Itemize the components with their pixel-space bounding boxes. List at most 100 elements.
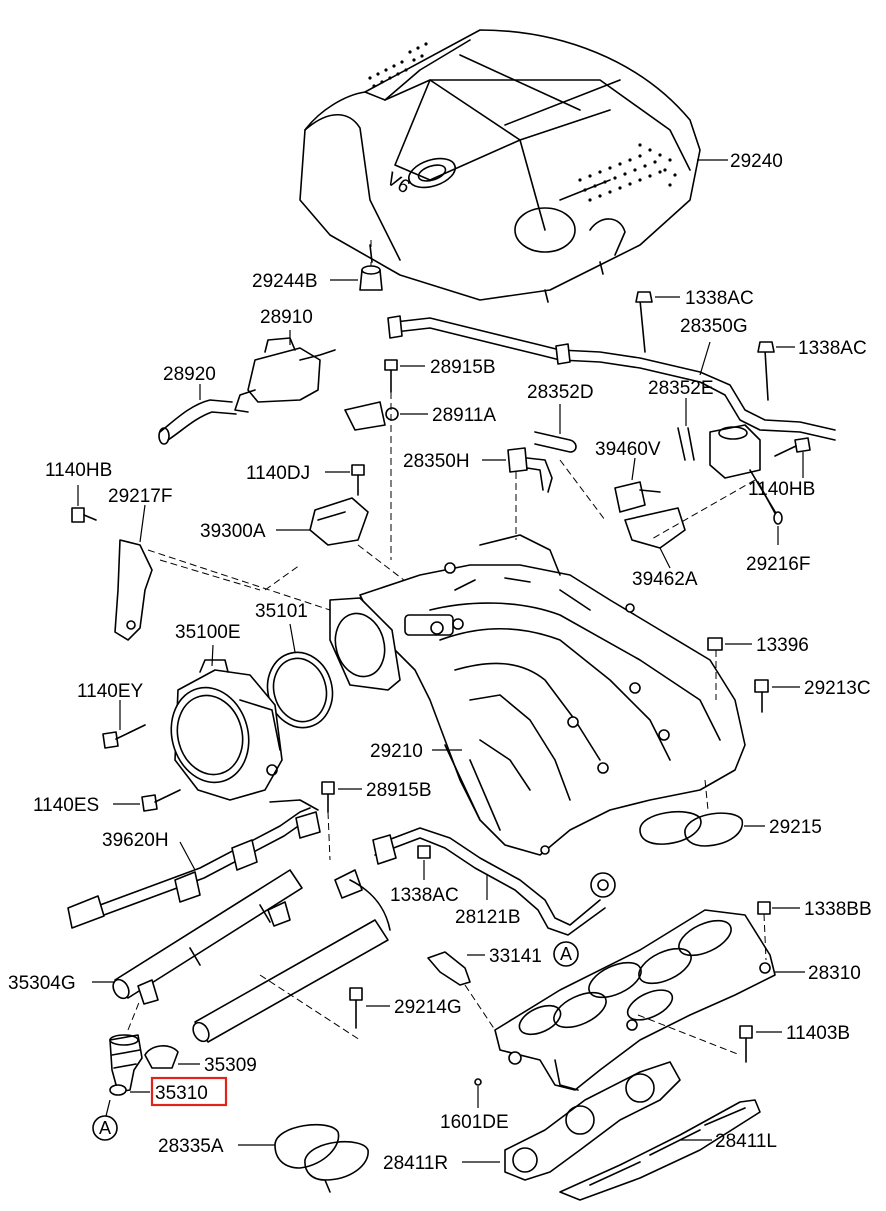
intake-manifold-29210[interactable] [359,534,746,856]
label-28352D[interactable]: 28352D [527,382,594,403]
hose-28350H[interactable] [482,447,553,540]
label-1601DE[interactable]: 1601DE [440,1112,509,1133]
bracket-29217F[interactable] [114,504,331,641]
label-28350G[interactable]: 28350G [680,316,748,337]
ref-circle-a2[interactable] [553,941,579,967]
bolt-28915B-a[interactable] [384,359,425,393]
label-29240[interactable]: 29240 [730,151,783,172]
label-28350H[interactable]: 28350H [403,451,470,472]
label-28911A[interactable]: 28911A [432,405,496,426]
grommet-29244B[interactable] [330,240,383,291]
guide-line [159,559,261,591]
bolt-1140DJ[interactable] [325,464,365,496]
nut-13396[interactable] [707,637,752,700]
ref-a1-text: A [99,1118,111,1138]
label-28411L[interactable]: 28411L [715,1131,777,1152]
label-1140EY[interactable]: 1140EY [77,681,144,702]
label-1140ES[interactable]: 1140ES [33,795,99,816]
label-39300A[interactable]: 39300A [200,521,266,542]
label-13396[interactable]: 13396 [756,635,809,656]
label-29213C[interactable]: 29213C [804,678,871,699]
fuel-rail-right[interactable] [190,869,391,1044]
label-35309[interactable]: 35309 [204,1055,257,1076]
label-1338BB[interactable]: 1338BB [804,899,872,920]
guide-line [559,459,606,521]
bolt-1338AC-b[interactable] [757,341,795,353]
clip-35309[interactable] [144,1045,200,1069]
label-28335A[interactable]: 28335A [158,1136,224,1157]
sensor-33141[interactable] [427,951,496,1031]
highlight-box [150,1076,228,1107]
label-29244B[interactable]: 29244B [252,271,318,292]
gasket-28335A[interactable] [238,1123,369,1193]
label-39462A[interactable]: 39462A [632,569,698,590]
label-35304G[interactable]: 35304G [8,973,76,994]
bolt-1338AC-a[interactable] [635,291,680,303]
manifold-flange [329,597,401,691]
pin-1601DE[interactable] [474,1078,482,1108]
label-35310[interactable]: 35310 [155,1083,208,1104]
label-1140DJ[interactable]: 1140DJ [246,463,310,484]
bolt-1338AC-c[interactable] [417,845,431,880]
label-29210[interactable]: 29210 [370,741,423,762]
fuel-rail-35304G[interactable] [92,869,303,1005]
label-33141[interactable]: 33141 [489,946,542,967]
label-28352E[interactable]: 28352E [648,378,714,399]
bolt-28915B-b[interactable] [321,781,362,861]
label-1338AC-c[interactable]: 1338AC [390,885,459,906]
label-28915B-a[interactable]: 28915B [430,357,496,378]
actuator[interactable] [709,424,781,521]
label-28910[interactable]: 28910 [260,307,313,328]
bolt-1140ES[interactable] [113,789,181,812]
pcv-valve-28910[interactable] [234,330,336,413]
harness-39620H[interactable] [67,799,321,929]
hose-28352E[interactable] [677,398,695,461]
injector-35310[interactable] [109,999,150,1096]
bolt-1140EY[interactable] [102,700,146,749]
label-29215[interactable]: 29215 [769,817,822,838]
bolt-1140HB-b[interactable] [774,437,811,478]
hose-28920[interactable] [158,384,237,445]
gasket-29215[interactable] [639,779,765,847]
label-35101[interactable]: 35101 [255,601,308,622]
engine-cover[interactable]: V6 [299,29,728,303]
label-11403B[interactable]: 11403B [786,1023,850,1044]
solenoid-39460V[interactable] [614,457,661,513]
label-39460V[interactable]: 39460V [595,439,661,460]
guide-line [264,564,301,591]
label-29214G[interactable]: 29214G [394,997,462,1018]
label-28915B-b[interactable]: 28915B [366,780,432,801]
label-28310[interactable]: 28310 [808,963,861,984]
label-1338AC-b[interactable]: 1338AC [798,338,867,359]
hose-28352D[interactable] [534,404,577,453]
bolt-11403B[interactable] [739,1025,782,1063]
label-1140HB-a[interactable]: 1140HB [45,460,112,481]
throttle-body-35100E[interactable] [161,644,283,801]
ref-circle-a1[interactable] [92,1099,118,1141]
label-35100E[interactable]: 35100E [175,622,241,643]
bolt-29214G[interactable] [349,987,390,1029]
label-1338AC-a[interactable]: 1338AC [685,288,754,309]
lower-manifold-28310[interactable] [494,909,805,1091]
gasket-28411R[interactable] [462,1061,681,1181]
bolt-1338BB[interactable] [757,901,800,961]
rod-29216F[interactable] [757,481,783,545]
label-29216F[interactable]: 29216F [746,554,810,575]
hose-28350G[interactable] [387,299,836,441]
bolt-29213C[interactable] [754,679,800,713]
gasket-28411L[interactable] [559,1099,761,1201]
pipe-28121B[interactable] [372,827,616,936]
label-28121B[interactable]: 28121B [455,907,521,928]
bracket-39462A[interactable] [624,507,686,569]
label-28920[interactable]: 28920 [163,364,216,385]
sensor-39300A[interactable] [276,497,431,601]
label-29217F[interactable]: 29217F [108,486,172,507]
label-39620H[interactable]: 39620H [102,830,169,851]
label-28411R[interactable]: 28411R [383,1153,448,1174]
guide-line [649,479,756,541]
bracket-28911A[interactable] [344,392,428,560]
ref-a2-text: A [560,944,572,964]
bolt-1140HB-a[interactable] [71,485,97,523]
